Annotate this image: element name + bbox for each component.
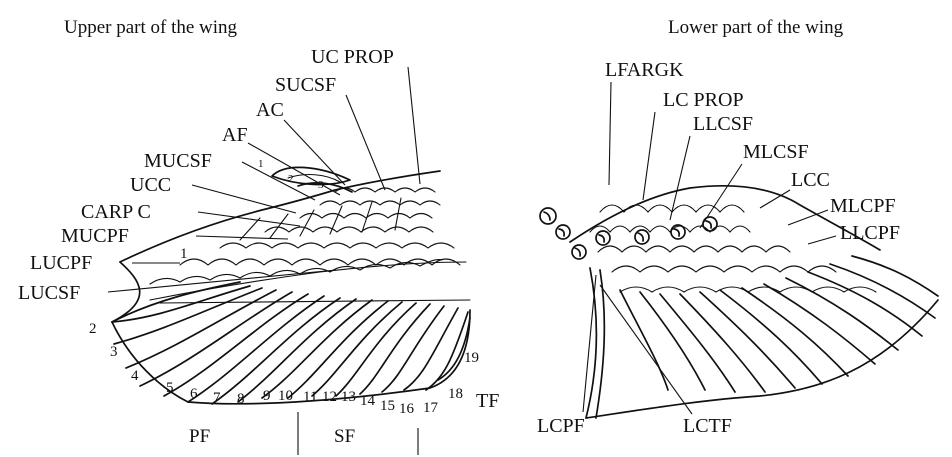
- title-lower-wing: Lower part of the wing: [668, 17, 844, 38]
- leader-lc-prop: [643, 112, 655, 200]
- label-lfargk: LFARGK: [605, 59, 684, 81]
- feather-number-14: 14: [360, 393, 376, 409]
- feather-number-7: 7: [213, 390, 221, 406]
- label-llcpf: LLCPF: [840, 222, 900, 244]
- leader-lcpf: [583, 275, 596, 412]
- lower-wing-drawing: [540, 186, 938, 418]
- label-pf: PF: [189, 426, 210, 447]
- leader-sucsf: [346, 95, 385, 190]
- lower-wing-labels: LFARGK LC PROP LLCSF MLCSF LCC MLCPF LLC…: [537, 59, 900, 437]
- feather-number-10: 10: [278, 388, 293, 404]
- feather-number-3: 3: [110, 344, 118, 360]
- leader-lfargk: [609, 82, 611, 185]
- feather-number-8: 8: [237, 391, 245, 407]
- af-number-1: 1: [258, 158, 264, 170]
- upper-wing-labels: UC PROP SUCSF AC AF MUCSF UCC CARP C MUC…: [18, 46, 499, 455]
- label-lc-prop: LC PROP: [663, 89, 744, 111]
- leader-lctf: [600, 285, 692, 414]
- label-sucsf: SUCSF: [275, 74, 336, 96]
- leader-llcsf: [670, 136, 690, 220]
- title-upper-wing: Upper part of the wing: [64, 17, 238, 38]
- leader-uc-prop: [408, 67, 420, 184]
- label-lcc: LCC: [791, 169, 830, 191]
- upper-wing-drawing: [112, 167, 470, 404]
- label-mucpf: MUCPF: [61, 225, 129, 247]
- label-carp-c: CARP C: [81, 201, 151, 223]
- label-llcsf: LLCSF: [693, 113, 753, 135]
- leader-lucsf: [108, 270, 336, 292]
- label-lucsf: LUCSF: [18, 282, 80, 304]
- feather-number-16: 16: [399, 401, 415, 417]
- feather-number-6: 6: [190, 386, 198, 402]
- label-uc-prop: UC PROP: [311, 46, 394, 68]
- feather-number-2: 2: [89, 321, 97, 337]
- feather-number-12: 12: [322, 389, 337, 405]
- feather-number-11: 11: [303, 389, 317, 405]
- label-mlcsf: MLCSF: [743, 141, 809, 163]
- label-lucpf: LUCPF: [30, 252, 92, 274]
- lucpf-number-1: 1: [180, 246, 188, 262]
- af-number-2: 2: [288, 173, 294, 185]
- label-ac: AC: [256, 99, 284, 121]
- feather-number-5: 5: [166, 380, 174, 396]
- leader-mlcsf: [700, 164, 742, 228]
- label-lcpf: LCPF: [537, 415, 585, 437]
- label-tf: TF: [476, 390, 499, 412]
- leader-ucc: [192, 185, 296, 213]
- leader-llcpf: [808, 236, 836, 244]
- feather-number-13: 13: [341, 389, 356, 405]
- label-af: AF: [222, 124, 248, 146]
- feather-number-17: 17: [423, 400, 439, 416]
- label-sf: SF: [334, 426, 355, 447]
- feather-number-4: 4: [131, 368, 139, 384]
- feather-number-19: 19: [464, 350, 479, 366]
- feather-number-18: 18: [448, 386, 463, 402]
- feather-number-15: 15: [380, 398, 395, 414]
- label-mucsf: MUCSF: [144, 150, 212, 172]
- label-mlcpf: MLCPF: [830, 195, 896, 217]
- label-lctf: LCTF: [683, 415, 732, 437]
- label-ucc: UCC: [130, 174, 171, 196]
- feather-number-9: 9: [263, 388, 271, 404]
